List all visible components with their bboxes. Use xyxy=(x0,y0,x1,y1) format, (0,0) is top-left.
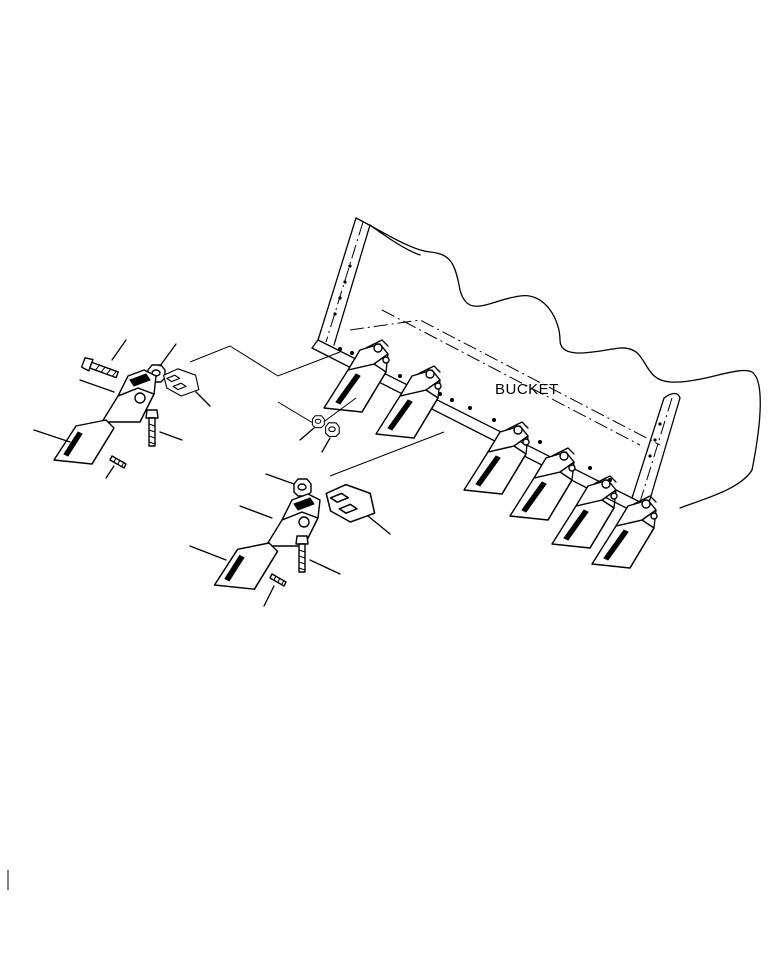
bolt-icon xyxy=(145,409,159,447)
mounted-teeth xyxy=(323,339,658,569)
mounted-tooth-1 xyxy=(323,339,390,413)
nut-icon xyxy=(311,415,325,429)
tooth-adapter-icon xyxy=(265,493,321,547)
callout-nut-lower xyxy=(265,473,295,485)
mounted-tooth-2 xyxy=(375,365,442,439)
bucket-label: BUCKET xyxy=(495,381,559,398)
shim-plate-icon xyxy=(325,483,376,523)
callout-plate-upper xyxy=(195,391,211,407)
callout-adapter-lower xyxy=(239,505,273,519)
callout-pin-lower xyxy=(263,585,275,607)
shim-plate-icon xyxy=(163,368,200,397)
callout-adapter-upper xyxy=(79,379,115,393)
mounted-tooth-3 xyxy=(463,421,530,495)
upper-parts-group xyxy=(53,356,340,469)
lower-parts-group xyxy=(213,478,376,590)
callout-bolt2-upper xyxy=(159,431,183,441)
callout-tooth-lower xyxy=(189,545,227,561)
callout-nut-mid1 xyxy=(299,427,315,441)
callout-nut-mid2 xyxy=(321,437,331,453)
callout-nut-upper xyxy=(159,343,177,367)
callout-plate-lower xyxy=(367,515,391,535)
callout-tooth-upper xyxy=(33,429,71,443)
bolt-icon xyxy=(295,535,309,573)
bolt-icon xyxy=(80,356,120,382)
callout-pin-upper xyxy=(105,465,115,479)
callout-bolt-upper xyxy=(111,339,127,361)
lock-pin-icon xyxy=(109,455,127,469)
nut-icon xyxy=(325,422,340,437)
bucket-tooth-icon xyxy=(53,419,115,465)
callout-bolt-lower xyxy=(309,559,341,575)
lock-pin-icon xyxy=(269,573,287,587)
bucket-tooth-icon xyxy=(213,542,279,590)
callout-leaders xyxy=(33,339,391,607)
